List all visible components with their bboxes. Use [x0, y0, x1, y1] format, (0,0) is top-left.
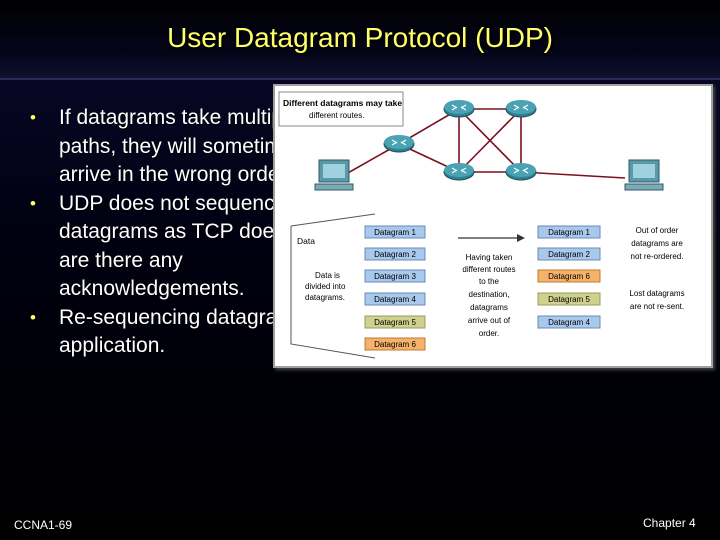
link [520, 171, 626, 179]
middle-label: Having taken different routes to the des… [462, 253, 515, 338]
title-bar: User Datagram Protocol (UDP) [0, 0, 720, 80]
router-icon [505, 100, 537, 118]
divided-label-line1: Data is [315, 271, 340, 280]
computer-icon [624, 159, 664, 191]
data-bracket [290, 213, 376, 227]
routes-label-line2: different routes. [309, 111, 364, 120]
sent-datagram: Datagram 6 [364, 337, 426, 351]
bullet-text: If datagrams take multiple paths, they w… [59, 106, 305, 186]
svg-text:arrive out of: arrive out of [468, 316, 511, 325]
svg-text:Datagram 4: Datagram 4 [548, 318, 590, 327]
slide-title: User Datagram Protocol (UDP) [167, 22, 553, 53]
received-datagram: Datagram 4 [537, 315, 601, 329]
svg-text:Datagram 4: Datagram 4 [374, 295, 416, 304]
bullet-icon: • [30, 193, 36, 213]
svg-text:Having taken: Having taken [466, 253, 513, 262]
diagram-canvas: Different datagrams may take different r… [278, 91, 685, 359]
out-of-order-label: Out of order datagrams are not re-ordere… [631, 226, 684, 261]
bullet-item: • If datagrams take multiple paths, they… [30, 104, 319, 190]
divided-label-line3: datagrams. [305, 293, 345, 302]
data-label: Data [297, 236, 315, 246]
lost-label: Lost datagrams are not re-sent. [629, 289, 684, 311]
svg-text:to the: to the [479, 277, 500, 286]
sent-datagram: Datagram 1 [364, 225, 426, 239]
received-datagram: Datagram 1 [537, 225, 601, 239]
svg-text:Out of order: Out of order [636, 226, 679, 235]
svg-text:Datagram 2: Datagram 2 [548, 250, 590, 259]
router-icon [383, 135, 415, 153]
bullet-icon: • [30, 307, 36, 327]
divided-label-line2: divided into [305, 282, 346, 291]
svg-text:Datagram 1: Datagram 1 [548, 228, 590, 237]
received-datagram: Datagram 5 [537, 292, 601, 306]
bullet-text: UDP does not sequence the datagrams as T… [59, 191, 322, 301]
svg-text:Datagram 6: Datagram 6 [548, 272, 590, 281]
svg-text:datagrams: datagrams [470, 303, 508, 312]
svg-text:not re-ordered.: not re-ordered. [631, 252, 684, 261]
router-icon [443, 100, 475, 118]
link [458, 108, 522, 173]
chapter-label: Chapter 4 [643, 516, 696, 530]
svg-text:Datagram 5: Datagram 5 [374, 318, 416, 327]
svg-text:Datagram 2: Datagram 2 [374, 250, 416, 259]
received-datagram: Datagram 2 [537, 247, 601, 261]
sent-datagram: Datagram 3 [364, 269, 426, 283]
sent-datagram: Datagram 5 [364, 315, 426, 329]
computer-icon [314, 159, 354, 191]
data-bracket [290, 226, 376, 359]
received-datagram: Datagram 6 [537, 269, 601, 283]
svg-text:Datagram 1: Datagram 1 [374, 228, 416, 237]
svg-text:different routes: different routes [462, 265, 515, 274]
bullet-item: • UDP does not sequence the datagrams as… [30, 190, 329, 304]
svg-text:are not re-sent.: are not re-sent. [630, 302, 684, 311]
svg-text:destination,: destination, [469, 290, 510, 299]
sent-datagram: Datagram 4 [364, 292, 426, 306]
udp-routing-diagram: Different datagrams may take different r… [273, 84, 713, 368]
arrow-head-icon [517, 234, 525, 242]
slide-id: CCNA1-69 [14, 518, 73, 532]
svg-text:Lost datagrams: Lost datagrams [629, 289, 684, 298]
routes-label-box [278, 91, 404, 127]
routes-label-line1: Different datagrams may take [283, 98, 402, 108]
svg-text:order.: order. [479, 329, 499, 338]
router-icon [443, 163, 475, 181]
svg-text:Datagram 5: Datagram 5 [548, 295, 590, 304]
svg-text:Datagram 3: Datagram 3 [374, 272, 416, 281]
svg-text:Datagram 6: Datagram 6 [374, 340, 416, 349]
svg-text:datagrams are: datagrams are [631, 239, 683, 248]
router-icon [505, 163, 537, 181]
sent-datagram: Datagram 2 [364, 247, 426, 261]
bullet-icon: • [30, 108, 36, 127]
